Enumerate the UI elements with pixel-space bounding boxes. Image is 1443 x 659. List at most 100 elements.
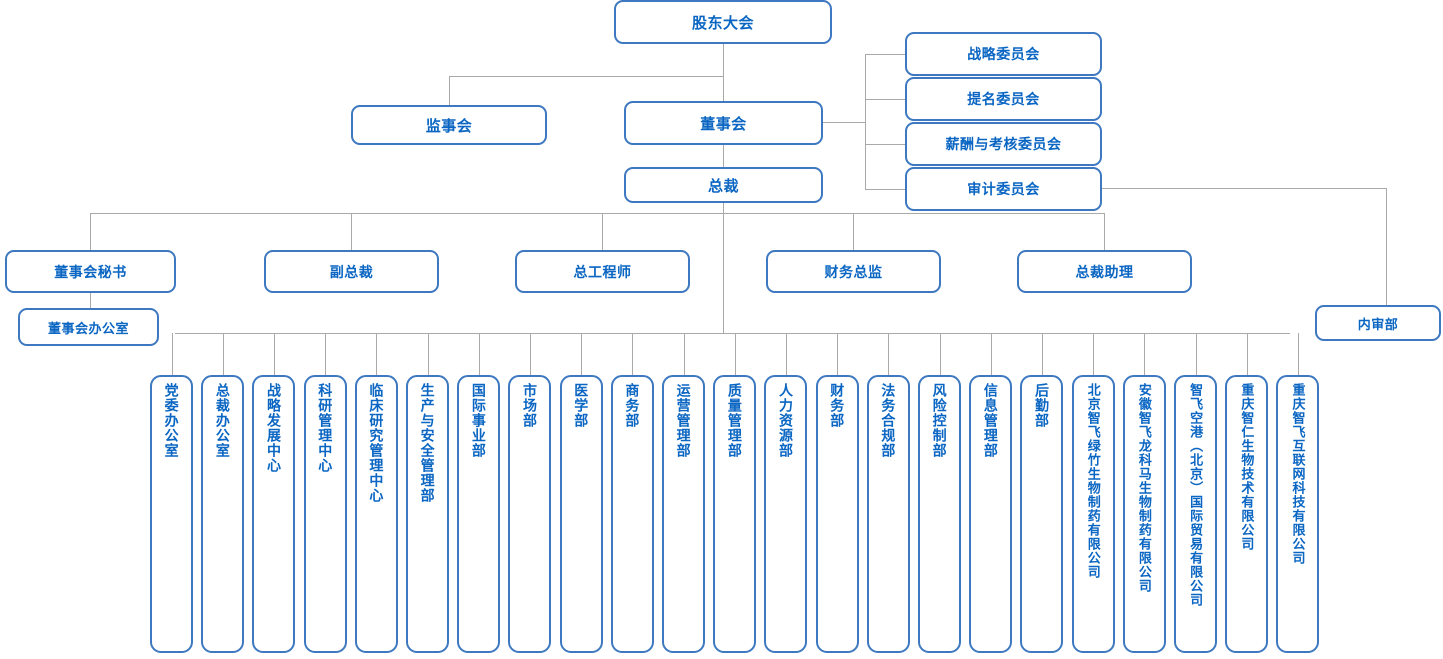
node-department[interactable]: 科研管理中心 <box>303 375 347 653</box>
connector-exec-drop-3 <box>602 213 603 250</box>
connector-department-bus <box>175 333 1290 334</box>
department-label: 生产与安全管理部 <box>419 383 436 503</box>
node-department[interactable]: 医学部 <box>559 375 603 653</box>
department-label: 运营管理部 <box>675 383 692 458</box>
department-label: 商务部 <box>624 383 641 428</box>
node-chief-engineer[interactable]: 总工程师 <box>515 250 690 293</box>
node-department[interactable]: 商务部 <box>610 375 654 653</box>
department-label: 财务部 <box>829 383 846 428</box>
connector-committee-bus <box>865 54 866 190</box>
connector-department-drop <box>683 333 685 375</box>
node-department[interactable]: 党委办公室 <box>150 375 193 653</box>
connector-department-drop <box>581 333 583 375</box>
department-label: 科研管理中心 <box>317 383 334 473</box>
department-label: 党委办公室 <box>163 383 180 458</box>
node-department[interactable]: 生产与安全管理部 <box>406 375 449 653</box>
node-president[interactable]: 总裁 <box>624 167 823 203</box>
node-department[interactable]: 信息管理部 <box>969 375 1013 653</box>
connector-department-drop <box>1246 333 1248 375</box>
connector-board-to-committee-bus <box>823 122 865 123</box>
connector-exec-drop-4 <box>853 213 854 250</box>
connector-department-drop <box>1144 333 1146 375</box>
node-committee-remuneration[interactable]: 薪酬与考核委员会 <box>905 122 1102 166</box>
connector-president-to-dept-bus <box>723 213 724 333</box>
connector-department-drop <box>837 333 839 375</box>
connector-exec-drop-1 <box>90 213 91 250</box>
node-department[interactable]: 国际事业部 <box>457 375 501 653</box>
connector-committee-2 <box>865 99 905 100</box>
node-department[interactable]: 智飞空港（北京）国际贸易有限公司 <box>1174 375 1217 653</box>
connector-to-supervisors <box>449 76 450 105</box>
node-department[interactable]: 重庆智飞互联网科技有限公司 <box>1276 375 1320 653</box>
connector-department-drop <box>939 333 941 375</box>
node-committee-audit[interactable]: 审计委员会 <box>905 167 1102 211</box>
connector-board-bus-left <box>449 76 724 77</box>
connector-department-drop <box>1297 333 1299 375</box>
connector-department-drop <box>222 333 224 375</box>
connector-department-drop <box>785 333 787 375</box>
department-label: 重庆智飞互联网科技有限公司 <box>1290 383 1306 565</box>
connector-secretary-to-board-office <box>90 293 91 308</box>
connector-shareholders-to-board <box>723 44 724 102</box>
connector-department-drop <box>171 333 173 375</box>
node-department[interactable]: 战略发展中心 <box>252 375 296 653</box>
node-board-of-supervisors[interactable]: 监事会 <box>351 105 547 145</box>
department-label: 智飞空港（北京）国际贸易有限公司 <box>1188 383 1204 607</box>
department-label: 市场部 <box>522 383 539 428</box>
node-department[interactable]: 风险控制部 <box>918 375 961 653</box>
node-shareholders-meeting[interactable]: 股东大会 <box>614 0 832 44</box>
connector-department-drop <box>1195 333 1197 375</box>
node-department[interactable]: 法务合规部 <box>866 375 910 653</box>
node-committee-strategy[interactable]: 战略委员会 <box>905 32 1102 76</box>
node-department[interactable]: 财务部 <box>815 375 859 653</box>
node-president-assistant[interactable]: 总裁助理 <box>1017 250 1192 293</box>
connector-department-drop <box>273 333 275 375</box>
connector-department-drop <box>427 333 429 375</box>
connector-exec-drop-5 <box>1104 213 1105 250</box>
department-label: 安徽智飞龙科马生物制药有限公司 <box>1136 383 1152 593</box>
node-department[interactable]: 市场部 <box>508 375 552 653</box>
node-committee-nomination[interactable]: 提名委员会 <box>905 77 1102 121</box>
department-label: 风险控制部 <box>931 383 948 458</box>
department-label: 临床研究管理中心 <box>368 383 385 503</box>
department-label: 法务合规部 <box>880 383 897 458</box>
department-label: 重庆智仁生物技术有限公司 <box>1239 383 1255 551</box>
node-department[interactable]: 人力资源部 <box>764 375 808 653</box>
connector-exec-drop-2 <box>351 213 352 250</box>
department-label: 质量管理部 <box>726 383 743 458</box>
connector-department-drop <box>1041 333 1043 375</box>
node-department[interactable]: 重庆智仁生物技术有限公司 <box>1225 375 1269 653</box>
connector-department-drop <box>529 333 531 375</box>
node-internal-audit-department[interactable]: 内审部 <box>1315 305 1441 341</box>
node-board-secretary[interactable]: 董事会秘书 <box>5 250 176 293</box>
connector-department-drop <box>376 333 378 375</box>
connector-department-drop <box>1093 333 1095 375</box>
department-label: 北京智飞绿竹生物制药有限公司 <box>1085 383 1101 579</box>
department-label: 总裁办公室 <box>214 383 231 458</box>
node-cfo[interactable]: 财务总监 <box>766 250 941 293</box>
node-department[interactable]: 质量管理部 <box>713 375 757 653</box>
node-board-of-directors[interactable]: 董事会 <box>624 101 823 145</box>
connector-department-drop <box>478 333 480 375</box>
node-department[interactable]: 北京智飞绿竹生物制药有限公司 <box>1071 375 1115 653</box>
node-board-office[interactable]: 董事会办公室 <box>18 308 159 346</box>
connector-department-drop <box>325 333 327 375</box>
connector-committee-4 <box>865 189 905 190</box>
node-department[interactable]: 安徽智飞龙科马生物制药有限公司 <box>1122 375 1166 653</box>
connector-committee-1 <box>865 54 905 55</box>
node-department[interactable]: 运营管理部 <box>662 375 705 653</box>
department-label: 人力资源部 <box>778 383 795 458</box>
node-vice-president[interactable]: 副总裁 <box>264 250 439 293</box>
connector-department-drop <box>632 333 634 375</box>
node-department[interactable]: 总裁办公室 <box>201 375 245 653</box>
node-department[interactable]: 后勤部 <box>1020 375 1064 653</box>
department-label: 信息管理部 <box>982 383 999 458</box>
connector-president-stem <box>723 203 724 213</box>
connector-audit-to-internal-audit-v <box>1386 188 1387 305</box>
connector-executive-bus <box>90 213 1105 214</box>
department-label: 医学部 <box>573 383 590 428</box>
department-label: 国际事业部 <box>470 383 487 458</box>
connector-department-drop <box>888 333 890 375</box>
node-department[interactable]: 临床研究管理中心 <box>354 375 398 653</box>
connector-department-drop <box>734 333 736 375</box>
